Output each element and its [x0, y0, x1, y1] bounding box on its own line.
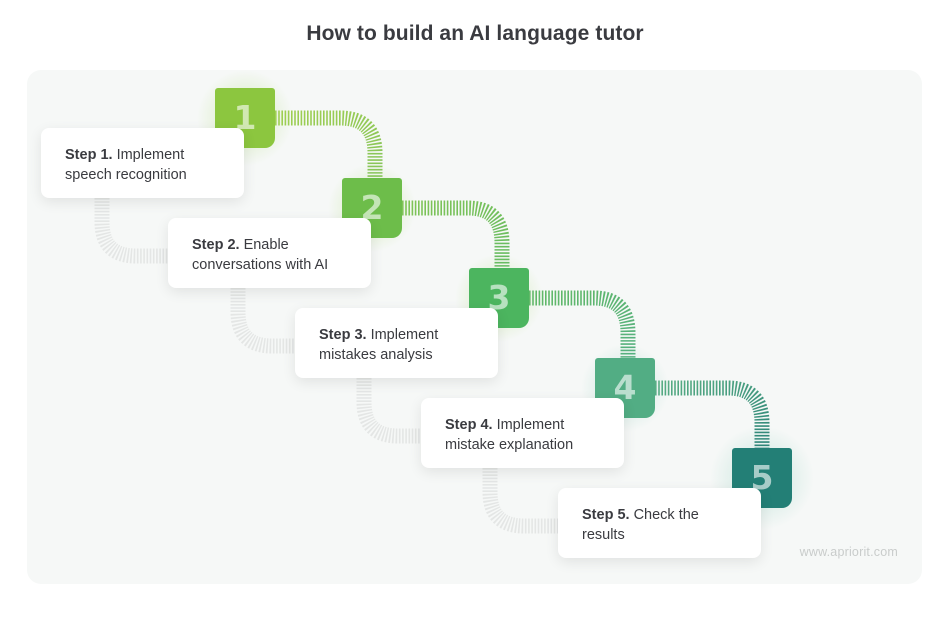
step-1-text-line1: Implement — [112, 147, 185, 163]
step-1-text-line2: speech recognition — [65, 167, 187, 183]
step-3-label: Step 3. — [319, 327, 367, 343]
step-5-card: Step 5. Check the results — [558, 488, 761, 558]
step-5-text-line2: results — [582, 527, 625, 543]
step-5-text-line1: Check the — [629, 507, 699, 523]
grey-connector-1 — [94, 198, 170, 264]
green-connector-1-2 — [275, 110, 383, 178]
watermark: www.apriorit.com — [799, 545, 898, 559]
step-3-card: Step 3. Implement mistakes analysis — [295, 308, 498, 378]
step-4-number-badge: 4 — [595, 358, 655, 418]
step-1-card: Step 1. Implement speech recognition — [41, 128, 244, 198]
page-title: How to build an AI language tutor — [306, 22, 644, 45]
step-3-text-line2: mistakes analysis — [319, 347, 433, 363]
grey-connector-2 — [230, 288, 297, 354]
grey-connector-3 — [356, 378, 422, 444]
step-4-text-line2: mistake explanation — [445, 437, 574, 453]
step-2-number-badge: 2 — [342, 178, 402, 238]
step-4-text-line1: Implement — [492, 417, 565, 433]
step-4-card: Step 4. Implement mistake explanation — [421, 398, 624, 468]
step-2-card: Step 2. Enable conversations with AI — [168, 218, 371, 288]
grey-connector-4 — [482, 468, 560, 534]
green-connector-3-4 — [529, 290, 636, 358]
step-3-text-line1: Implement — [366, 327, 439, 343]
step-2-label: Step 2. — [192, 237, 240, 253]
teal-connector-4-5 — [655, 380, 770, 448]
step-4-label: Step 4. — [445, 417, 493, 433]
step-5-label: Step 5. — [582, 507, 630, 523]
step-2-text-line1: Enable — [239, 237, 289, 253]
step-2-text-line2: conversations with AI — [192, 257, 329, 273]
step-1-label: Step 1. — [65, 147, 113, 163]
green-connector-2-3 — [402, 200, 510, 268]
